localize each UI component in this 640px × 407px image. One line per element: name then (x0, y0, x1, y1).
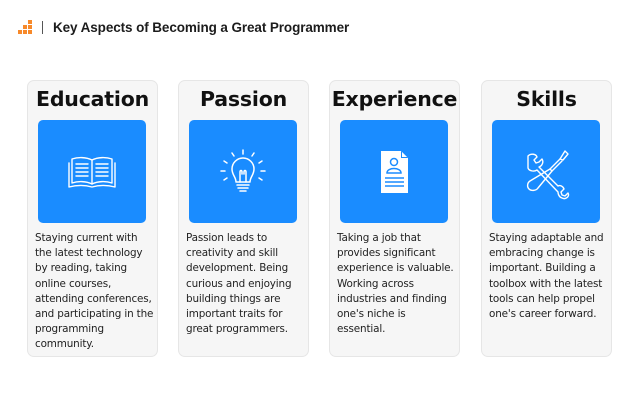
card-title: Skills (516, 87, 577, 111)
open-book-icon (68, 156, 116, 188)
card-skills: Skills Staying adaptable and embracing c… (481, 80, 612, 357)
card-title: Passion (199, 87, 288, 111)
card-title: Experience (331, 87, 458, 111)
card-description: Taking a job that provides significant e… (337, 232, 454, 336)
page-header: Key Aspects of Becoming a Great Programm… (18, 17, 349, 37)
card-experience: Experience Taking a job that provides si… (329, 80, 460, 357)
icon-box (189, 120, 297, 223)
page-title: Key Aspects of Becoming a Great Programm… (53, 19, 350, 35)
card-education: Education Staying current with the lates… (27, 80, 158, 357)
icon-box (492, 120, 600, 223)
card-title: Education (36, 87, 149, 111)
header-divider (42, 20, 43, 34)
orange-bar-chart-logo-icon (18, 20, 34, 34)
lightbulb-icon (220, 148, 266, 192)
card-passion: Passion Passion leads to creativity and … (178, 80, 309, 357)
card-description: Passion leads to creativity and skill de… (186, 232, 292, 336)
icon-box (340, 120, 448, 223)
card-description: Staying current with the latest technolo… (35, 232, 154, 351)
wrench-screwdriver-icon (526, 149, 570, 199)
card-description: Staying adaptable and embracing change i… (489, 232, 604, 321)
icon-box (38, 120, 146, 223)
resume-document-icon (381, 150, 408, 193)
